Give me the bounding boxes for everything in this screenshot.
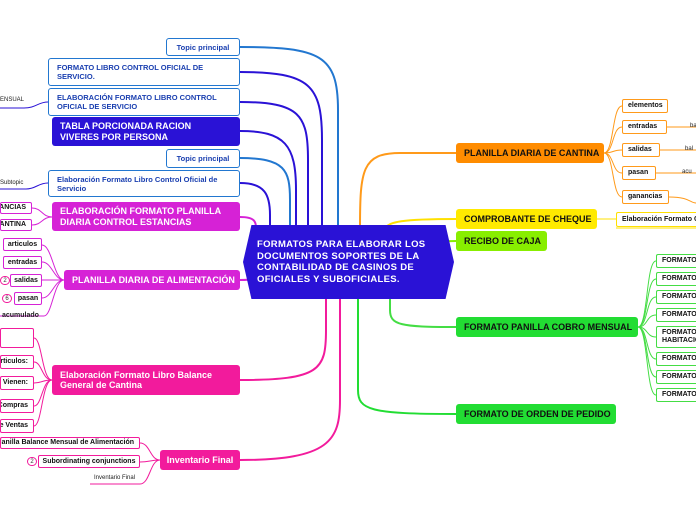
- salidas-count-badge: 2: [0, 276, 10, 285]
- cobro-child-7[interactable]: FORMATO: [656, 388, 696, 402]
- topic-principal-1[interactable]: Topic principal: [166, 38, 240, 56]
- balance-child-4[interactable]: e Ventas: [0, 419, 34, 433]
- balance-general[interactable]: Elaboración Formato Libro Balance Genera…: [52, 365, 240, 395]
- comprobante-cheque[interactable]: COMPROBANTE DE CHEQUE: [456, 209, 597, 229]
- cantina-child-elementos[interactable]: elementos: [622, 99, 668, 113]
- formato-libro-control-label: FORMATO LIBRO CONTROL OFICIAL DE SERVICI…: [57, 63, 204, 81]
- balance-child-2[interactable]: Vienen:: [0, 376, 34, 390]
- alimentacion-child-salidas[interactable]: salidas: [10, 274, 42, 287]
- cantina-child-entradas[interactable]: entradas: [622, 120, 667, 134]
- cobro-child-1[interactable]: FORMATO: [656, 272, 696, 286]
- tabla-porcionada[interactable]: TABLA PORCIONADA RACION VIVERES POR PERS…: [52, 117, 240, 146]
- elaboracion-libro-child[interactable]: Subtopic: [0, 180, 24, 186]
- cobro-child-0[interactable]: FORMATO: [656, 254, 696, 268]
- cobro-child-3[interactable]: FORMATO: [656, 308, 696, 322]
- central-topic-label: FORMATOS PARA ELABORAR LOS DOCUMENTOS SO…: [257, 239, 426, 285]
- cantina-child-pasan[interactable]: pasan: [622, 166, 656, 180]
- recibo-caja[interactable]: RECIBO DE CAJA: [456, 231, 547, 251]
- alimentacion-child-pasan[interactable]: pasan: [14, 292, 42, 305]
- balance-child-1[interactable]: rticulos:: [0, 355, 34, 369]
- planilla-cantina[interactable]: PLANILLA DIARIA DE CANTINA: [456, 143, 604, 163]
- elaboracion-planilla-estancias-label: ELABORACIÓN FORMATO PLANILLA DIARIA CONT…: [60, 206, 221, 227]
- formato-orden-pedido[interactable]: FORMATO DE ORDEN DE PEDIDO: [456, 404, 616, 424]
- formato-orden-pedido-label: FORMATO DE ORDEN DE PEDIDO: [464, 408, 611, 419]
- cantina-child-salidas[interactable]: salidas: [622, 143, 660, 157]
- cantina-child-ganancias[interactable]: ganancias: [622, 190, 669, 204]
- cobro-child-2[interactable]: FORMATO: [656, 290, 696, 304]
- formato-libro-control[interactable]: FORMATO LIBRO CONTROL OFICIAL DE SERVICI…: [48, 58, 240, 86]
- comprobante-child[interactable]: Elaboración Formato C: [616, 212, 696, 227]
- alimentacion-child-entradas[interactable]: entradas: [3, 256, 42, 269]
- pasan-note: acu: [682, 169, 692, 175]
- inventario-final[interactable]: Inventario Final: [160, 450, 240, 470]
- cobro-child-5[interactable]: FORMATO: [656, 352, 696, 366]
- balance-child-0[interactable]: [0, 328, 34, 348]
- tabla-porcionada-label: TABLA PORCIONADA RACION VIVERES POR PERS…: [60, 121, 192, 142]
- estancias-child-1[interactable]: CANTINA: [0, 219, 32, 231]
- inventario-plain-label[interactable]: Inventario Final: [94, 475, 136, 481]
- formato-cobro-mensual[interactable]: FORMATO PANILLA COBRO MENSUAL: [456, 317, 638, 337]
- cobro-child-4[interactable]: FORMATO HABITACIO: [656, 326, 696, 348]
- inventario-child-planilla[interactable]: Planilla Balance Mensual de Alimentación: [0, 437, 140, 449]
- estancias-child-0[interactable]: STANCIAS: [0, 202, 32, 214]
- planilla-alimentacion[interactable]: PLANILLA DIARIA DE ALIMENTACIÓN: [64, 270, 240, 290]
- alimentacion-child-acumulado[interactable]: acumulado: [2, 312, 39, 319]
- entradas-note: ba: [690, 123, 696, 129]
- elaboracion-libro-control-label: Elaboración Formato Libro Control Oficia…: [57, 174, 218, 193]
- topic-principal-2-label: Topic principal: [176, 154, 230, 163]
- cobro-child-6[interactable]: FORMATO: [656, 370, 696, 384]
- comprobante-cheque-label: COMPROBANTE DE CHEQUE: [464, 213, 592, 224]
- topic-principal-2[interactable]: Topic principal: [166, 149, 240, 168]
- elaboracion-formato-libro-label: ELABORACIÓN FORMATO LIBRO CONTROL OFICIA…: [57, 93, 217, 111]
- elaboracion-formato-libro[interactable]: ELABORACIÓN FORMATO LIBRO CONTROL OFICIA…: [48, 88, 240, 116]
- planilla-alimentacion-label: PLANILLA DIARIA DE ALIMENTACIÓN: [72, 274, 235, 285]
- elaboracion-libro-control[interactable]: Elaboración Formato Libro Control Oficia…: [48, 170, 240, 197]
- inventario-child-conjunctions[interactable]: Subordinating conjunctions: [38, 455, 140, 468]
- inventario-final-label: Inventario Final: [166, 454, 234, 465]
- planilla-cantina-label: PLANILLA DIARIA DE CANTINA: [464, 147, 600, 158]
- central-topic[interactable]: FORMATOS PARA ELABORAR LOS DOCUMENTOS SO…: [243, 225, 454, 299]
- recibo-caja-label: RECIBO DE CAJA: [464, 235, 542, 246]
- alimentacion-child-articulos[interactable]: articulos: [3, 238, 42, 251]
- salidas-note: bal: [685, 146, 694, 152]
- elaboracion-child[interactable]: ENSUAL: [0, 97, 25, 103]
- balance-child-3[interactable]: Compras: [0, 399, 34, 413]
- elaboracion-planilla-estancias[interactable]: ELABORACIÓN FORMATO PLANILLA DIARIA CONT…: [52, 202, 240, 231]
- topic-principal-1-label: Topic principal: [176, 42, 230, 52]
- pasan-count-badge: 6: [2, 294, 12, 303]
- conjunctions-count-badge: 2: [27, 457, 37, 466]
- balance-general-label: Elaboración Formato Libro Balance Genera…: [60, 369, 213, 391]
- formato-cobro-mensual-label: FORMATO PANILLA COBRO MENSUAL: [464, 321, 633, 332]
